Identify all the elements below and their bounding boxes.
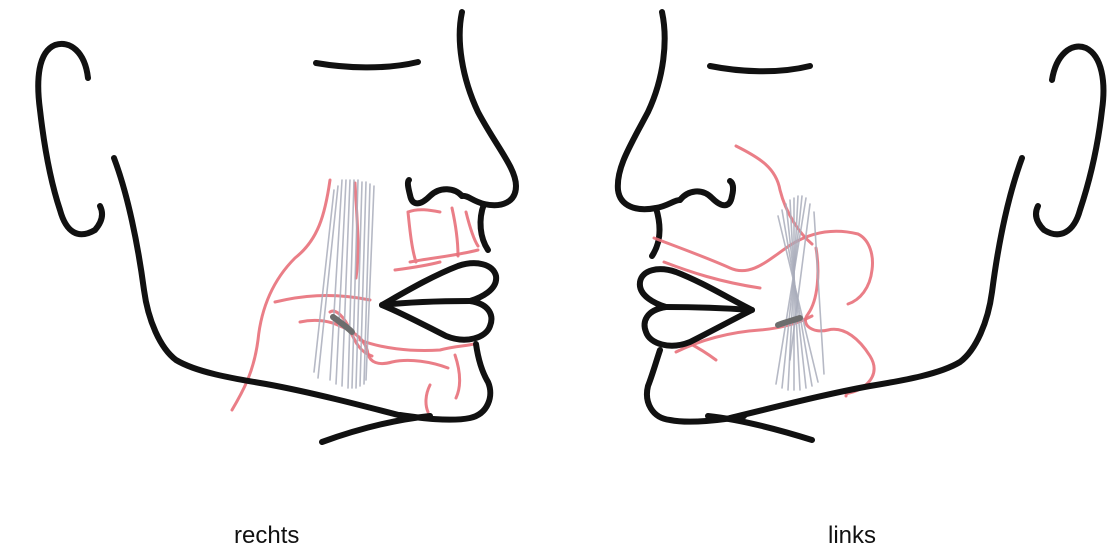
- ear-right: [1036, 47, 1103, 235]
- chin-right: [647, 350, 744, 422]
- nostril-right: [680, 181, 733, 205]
- lip-line-right: [666, 307, 752, 310]
- eyelid-right: [710, 66, 810, 71]
- muscle-outline-left-7: [395, 262, 440, 270]
- face-left-side: [618, 12, 1104, 440]
- ear-left: [38, 44, 102, 234]
- chin-left: [400, 344, 490, 420]
- upper-lip-right: [652, 208, 659, 256]
- neck-line-right: [708, 416, 812, 440]
- face-right-side: [38, 12, 516, 442]
- neck-line-left: [322, 416, 430, 442]
- nose-profile-left: [460, 12, 516, 205]
- upper-lip-left: [481, 204, 488, 250]
- jaw-right: [730, 158, 1022, 418]
- label-rechts: rechts: [234, 522, 299, 550]
- nose-profile-right: [618, 12, 680, 209]
- label-links: links: [828, 522, 876, 550]
- muscle-outline-left-6: [452, 208, 478, 256]
- eyelid-left: [316, 62, 418, 67]
- nostril-left: [408, 180, 462, 203]
